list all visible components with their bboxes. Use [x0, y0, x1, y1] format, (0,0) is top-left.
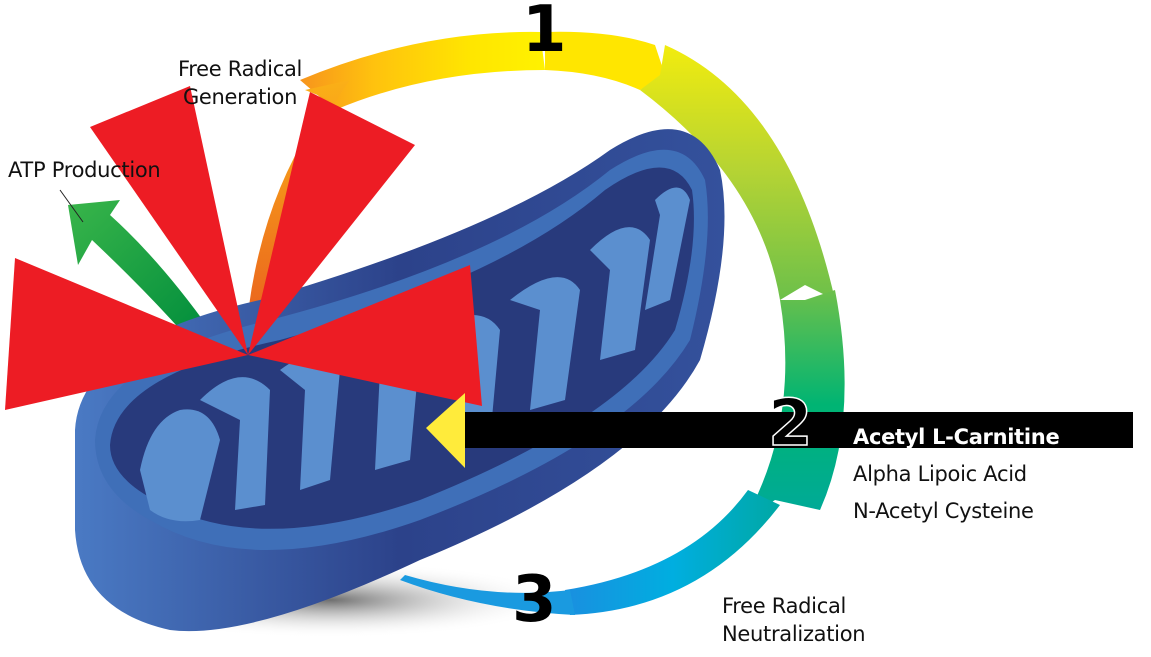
ray: [248, 265, 482, 406]
supplement-list: Acetyl L-Carnitine Alpha Lipoic Acid N-A…: [853, 419, 1060, 530]
cycle-arc-right: [640, 45, 835, 300]
step-number-3: 3: [512, 563, 557, 637]
atp-production-label: ATP Production: [8, 158, 161, 182]
ray: [90, 86, 248, 355]
free-radical-neutralization-line-2: Neutralization: [722, 622, 866, 646]
free-radical-generation-line-2: Generation: [182, 85, 298, 109]
cycle-arc-step-3: [565, 490, 780, 615]
ray: [5, 258, 248, 410]
free-radical-generation-line-1: Free Radical: [178, 57, 303, 81]
cycle-arc-step-1: [300, 31, 545, 110]
step-number-2: 2: [767, 387, 813, 461]
ray: [248, 92, 415, 355]
atp-label-leader: [59, 189, 84, 223]
supplement-pointer-bar: [465, 412, 1133, 448]
free-radical-neutralization-line-1: Free Radical: [722, 594, 847, 618]
atp-production-arrow: [68, 200, 210, 335]
free-radical-neutralization-label: Free Radical Neutralization: [722, 592, 866, 648]
cycle-ring: [300, 31, 845, 615]
step-number-1: 1: [522, 0, 567, 67]
cycle-tail-step-3: [400, 575, 575, 615]
supplement-item-acetyl-l-carnitine: Acetyl L-Carnitine: [853, 425, 1060, 449]
free-radical-rays: [5, 86, 482, 410]
supplement-item-alpha-lipoic-acid: Alpha Lipoic Acid: [853, 462, 1027, 486]
free-radical-generation-label: Free Radical Generation: [178, 55, 302, 111]
cycle-arc-top: [545, 31, 665, 90]
supplement-item-n-acetyl-cysteine: N-Acetyl Cysteine: [853, 499, 1034, 523]
cycle-arc-step-2: [745, 290, 845, 520]
supplement-pointer-arrowhead: [426, 393, 465, 468]
